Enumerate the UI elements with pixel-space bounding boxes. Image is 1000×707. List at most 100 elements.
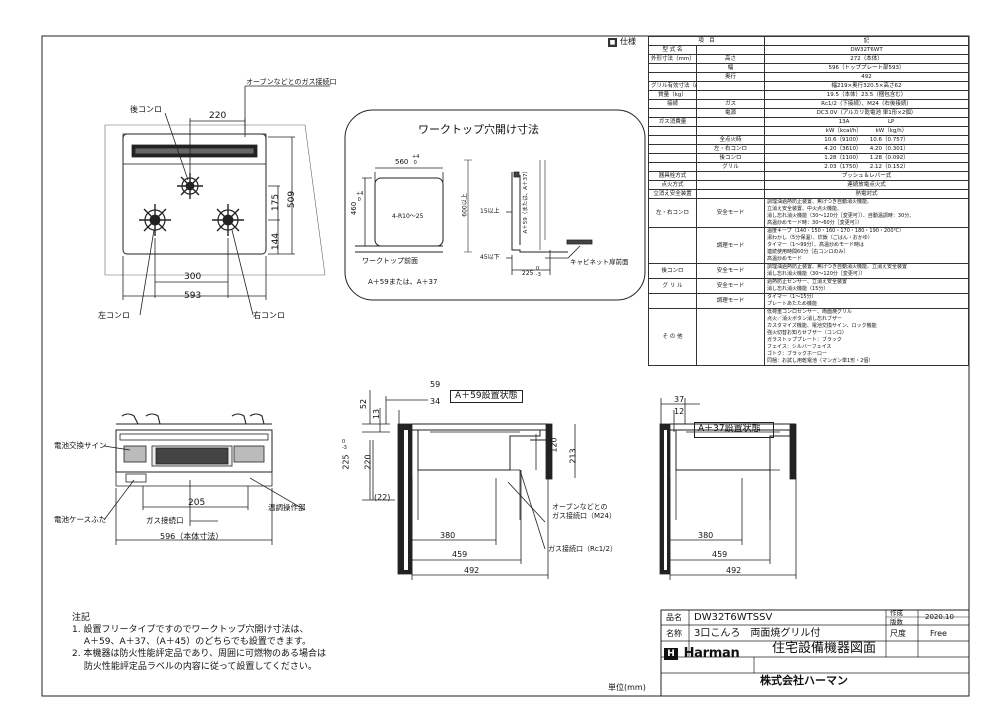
side59-gas-rc: ガス接続口（Rc1/2） (548, 545, 617, 553)
side37-d37: 37 (674, 395, 685, 404)
side59-linework (362, 390, 576, 580)
spec-row-sub (695, 45, 766, 55)
spec-feature-line: 調理油過熱防止装置、焦げつき自動消火機能、 (767, 199, 873, 206)
spec-header-row: 項 目記 (647, 36, 970, 46)
spec-feature-mode: 調理モード (695, 227, 766, 264)
spec-feature-detail: 低荷重コンロセンサー、両面焼グリル点火／消火ボタン消し忘れブザーカスタマイズ機能… (764, 308, 970, 366)
spec-row-sub (695, 81, 766, 91)
cutout-radius: 4-R10〜25 (392, 213, 424, 220)
spec-row-item (648, 63, 697, 73)
spec-row: 点火方式連続放電点火式 (648, 180, 970, 190)
tb-model: DW32T6WTSSV (694, 612, 773, 623)
cutout-h460: 460 (350, 201, 359, 216)
side59-d34: 34 (430, 397, 441, 406)
spec-row-item (648, 144, 697, 154)
dim-175: 175 (271, 193, 282, 212)
spec-row-value: DC3.0V（アルカリ乾電池 単1形×2個） (764, 108, 970, 118)
side59-d120: 120 (549, 437, 559, 453)
cutout-formula: A＋59または、A＋37 (368, 278, 438, 286)
spec-row-sub (695, 171, 766, 181)
spec-row-sub (695, 180, 766, 190)
side37-d380: 380 (698, 531, 714, 540)
spec-row-item (648, 135, 697, 145)
side59-d380: 380 (440, 531, 456, 540)
spec-box-icon: ■ (608, 38, 617, 47)
spec-feature-group: そ の 他 (648, 308, 697, 366)
spec-feature-mode: 安全モード (695, 263, 766, 279)
side37-d459: 459 (712, 550, 728, 559)
spec-row-value: 596（トッププレート部593） (764, 63, 970, 73)
tb-scale: Free (930, 629, 947, 638)
harman-logo: H Harman (664, 643, 740, 662)
side37-d12: 12 (674, 407, 685, 416)
side59-d459: 459 (452, 550, 468, 559)
spec-row-sub (695, 189, 766, 199)
spec-row-item: 器具栓方式 (648, 171, 697, 181)
spec-row-value: 492 (764, 72, 970, 82)
spec-row-sub (695, 117, 766, 127)
spec-row-sub: 幅 (695, 63, 766, 73)
spec-feature-line: 過熱防止センサー、立消え安全装置 (767, 279, 847, 286)
spec-row-sub (695, 90, 766, 100)
spec-feature-group: グ リ ル (648, 278, 697, 294)
side37-d492: 492 (726, 566, 742, 575)
front-view-linework (103, 413, 306, 545)
tb-model-label: 品名 (666, 613, 682, 622)
spec-feature-row: 左・右コンロ安全モード調理油過熱防止装置、焦げつき自動消火機能、立消え安全装置、… (648, 198, 970, 228)
spec-feature-line: ゴトク：ブラックホーロー (767, 351, 828, 357)
cutout-title: ワークトップ穴開け寸法 (418, 123, 539, 136)
spec-feature-line: 立消え安全装置、中火点火機能、 (767, 206, 843, 212)
dim-300: 300 (184, 272, 202, 282)
side59-oven-gas: オーブンなどとの ガス接続口（M24） (552, 503, 616, 520)
spec-row: グリル有効寸法（mm） 幅219×奥行320.5×高さ62 (648, 81, 970, 91)
spec-feature-detail: 調理油過熱防止装置、焦げつき自動消火機能、立消え安全装置消し忘れ消火機能（30〜… (764, 263, 970, 279)
note-line-3: 2. 本機器は防火性能評定品であり、周囲に可燃物のある場合は (72, 649, 326, 660)
spec-row-sub: 左・右コンロ (695, 144, 766, 154)
spec-row-item (648, 162, 697, 172)
dim-509: 509 (287, 190, 298, 209)
spec-row-item: 質量（kg） (648, 90, 697, 100)
dim-144: 144 (271, 232, 282, 251)
cutout-linework (344, 109, 646, 301)
spec-row-item: グリル有効寸法（mm） (648, 81, 697, 91)
spec-feature-line: プレートあたため機能 (767, 301, 818, 307)
spec-row-value: 1.28（1100） 1.28（0.092） (764, 153, 970, 163)
spec-row-item (648, 108, 697, 118)
spec-feature-detail: タイマー（1〜15分）プレートあたため機能 (764, 293, 970, 309)
spec-row-item: 接続 (648, 99, 697, 109)
spec-feature-row: 調理モードタイマー（1〜15分）プレートあたため機能 (648, 293, 970, 309)
spec-row-value: 熱電対式 (764, 189, 970, 199)
spec-row: 器具栓方式プッシュ＆レバー式 (648, 171, 970, 181)
side59-d59: 59 (430, 380, 441, 389)
spec-feature-line: 消し忘れ消火機能（30〜120分［変更可］） (767, 271, 866, 277)
side37-title-box (694, 422, 774, 438)
spec-feature-line: 温度キープ（140・150・160・170・180・190・200℃） (767, 228, 905, 235)
title-block-lines (660, 609, 970, 697)
spec-feature-line: 消し忘れ消火機能（15分） (767, 286, 829, 292)
note-line-2: A＋59、A＋37、（A＋45）のどちらでも設置できます。 (72, 637, 312, 648)
spec-feature-row: グ リ ル安全モード過熱防止センサー、立消え安全装置消し忘れ消火機能（15分） (648, 278, 970, 294)
spec-row-sub: 奥行 (695, 72, 766, 82)
spec-feature-mode: 安全モード (695, 198, 766, 228)
rear-burner-label: 後コンロ (130, 105, 162, 114)
cutout-w560: 560 (395, 158, 409, 166)
spec-row: 質量（kg）19.5（本体）23.5（梱包含む） (648, 90, 970, 100)
spec-row-value: 幅219×奥行320.5×高さ62 (764, 81, 970, 91)
spec-feature-row: 後コンロ安全モード調理油過熱防止装置、焦げつき自動消火機能、立消え安全装置消し忘… (648, 263, 970, 279)
cutout-d45: 45以下 (480, 254, 500, 261)
side59-d225: 225 (341, 454, 351, 470)
spec-header-col1: 項 目 (647, 36, 766, 46)
spec-row-item (648, 153, 697, 163)
temp-panel-label: 温調操作部 (268, 503, 306, 512)
spec-row-item: 点火方式 (648, 180, 697, 190)
cutout-d15: 15以上 (480, 208, 500, 215)
